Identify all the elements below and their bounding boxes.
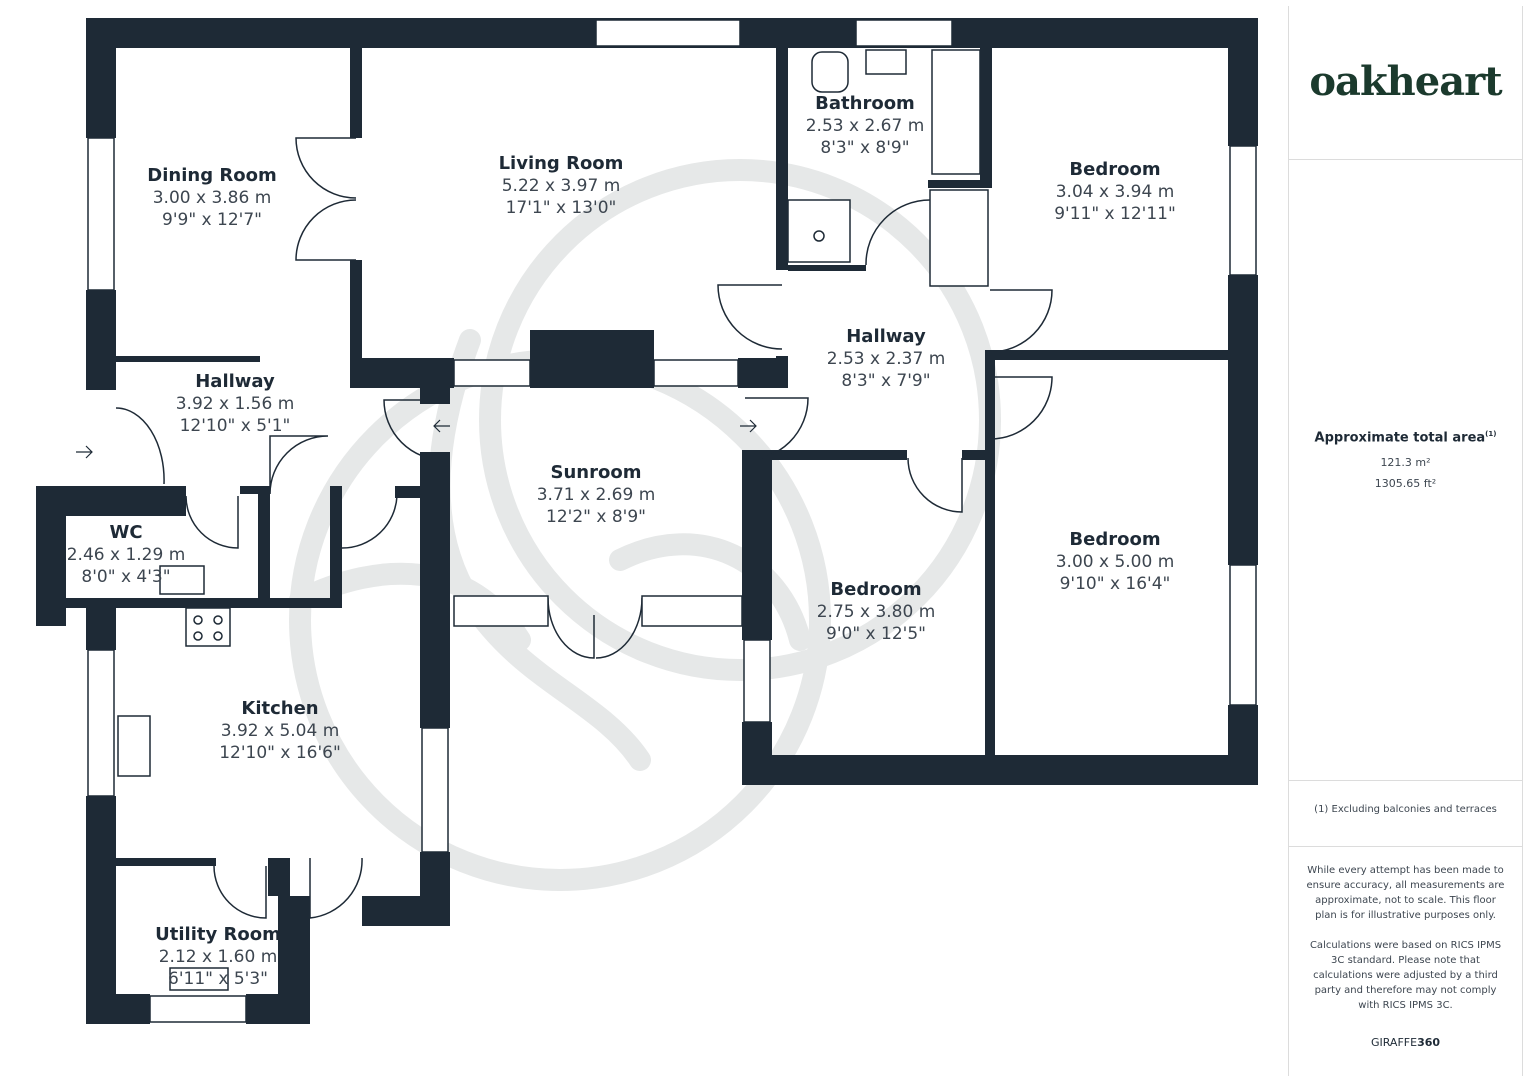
brand-prefix: GIRAFFE xyxy=(1370,1036,1418,1049)
room-label-bedroom-2: Bedroom 2.75 x 3.80 m 9'0" x 12'5" xyxy=(817,578,936,646)
room-imperial: 9'9" x 12'7" xyxy=(162,210,262,231)
room-imperial: 9'10" x 16'4" xyxy=(1059,574,1171,595)
room-metric: 2.46 x 1.29 m xyxy=(66,545,186,566)
room-metric: 3.00 x 3.86 m xyxy=(152,188,272,209)
room-name: Hallway xyxy=(846,326,926,347)
room-name: WC xyxy=(109,522,143,543)
room-label-bathroom: Bathroom 2.53 x 2.67 m 8'3" x 8'9" xyxy=(806,92,925,160)
door-swings xyxy=(115,137,1053,919)
room-metric: 3.92 x 5.04 m xyxy=(220,721,340,742)
room-label-sunroom: Sunroom 3.71 x 2.69 m 12'2" x 8'9" xyxy=(537,461,656,529)
room-metric: 2.53 x 2.37 m xyxy=(826,349,946,370)
room-imperial: 8'3" x 8'9" xyxy=(820,138,910,159)
room-name: Dining Room xyxy=(147,165,277,186)
room-imperial: 9'11" x 12'11" xyxy=(1054,204,1176,225)
room-imperial: 9'0" x 12'5" xyxy=(826,624,926,645)
room-name: Bedroom xyxy=(1069,529,1161,550)
room-label-wc: WC 2.46 x 1.29 m 8'0" x 4'3" xyxy=(67,521,186,589)
room-label-bedroom-1: Bedroom 3.04 x 3.94 m 9'11" x 12'11" xyxy=(1054,158,1176,226)
room-metric: 3.04 x 3.94 m xyxy=(1055,182,1175,203)
room-imperial: 12'10" x 5'1" xyxy=(179,416,291,437)
room-label-hallway-west: Hallway 3.92 x 1.56 m 12'10" x 5'1" xyxy=(176,370,295,438)
room-imperial: 17'1" x 13'0" xyxy=(505,198,617,219)
area-m2: 121.3 m² xyxy=(1380,456,1431,469)
room-imperial: 8'3" x 7'9" xyxy=(841,371,931,392)
room-label-hallway-east: Hallway 2.53 x 2.37 m 8'3" x 7'9" xyxy=(827,325,946,393)
exclusion-note: (1) Excluding balconies and terraces xyxy=(1314,804,1497,815)
divider xyxy=(1289,846,1522,847)
room-label-kitchen: Kitchen 3.92 x 5.04 m 12'10" x 16'6" xyxy=(219,697,341,765)
oakheart-logo: oakheart xyxy=(1309,58,1502,105)
windows xyxy=(87,19,1257,1023)
info-panel: oakheart Approximate total area(1) 121.3… xyxy=(1288,6,1523,1076)
room-name: Kitchen xyxy=(241,698,319,719)
room-metric: 3.71 x 2.69 m xyxy=(536,485,656,506)
fixtures xyxy=(117,49,989,991)
floor-plan xyxy=(36,18,1258,1024)
room-name: Living Room xyxy=(498,153,624,174)
area-title: Approximate total area(1) xyxy=(1289,430,1522,445)
brand-suffix: 360 xyxy=(1417,1036,1441,1049)
room-metric: 5.22 x 3.97 m xyxy=(501,176,621,197)
room-name: Bedroom xyxy=(1069,159,1161,180)
room-imperial: 12'2" x 8'9" xyxy=(546,507,646,528)
room-imperial: 12'10" x 16'6" xyxy=(219,743,341,764)
walls xyxy=(36,18,1258,1024)
entry-arrows xyxy=(76,419,757,459)
room-label-utility-room: Utility Room 2.12 x 1.60 m 6'11" x 5'3" xyxy=(155,923,281,991)
room-label-living-room: Living Room 5.22 x 3.97 m 17'1" x 13'0" xyxy=(499,152,624,220)
room-name: Utility Room xyxy=(155,924,281,945)
area-title-text: Approximate total area xyxy=(1314,430,1486,446)
area-footnote-mark: (1) xyxy=(1485,430,1497,438)
room-name: Bedroom xyxy=(830,579,922,600)
divider xyxy=(1289,780,1522,781)
area-ft2: 1305.65 ft² xyxy=(1374,477,1437,490)
room-metric: 2.75 x 3.80 m xyxy=(816,602,936,623)
room-label-bedroom-3: Bedroom 3.00 x 5.00 m 9'10" x 16'4" xyxy=(1056,528,1175,596)
room-name: Sunroom xyxy=(550,462,642,483)
room-label-dining-room: Dining Room 3.00 x 3.86 m 9'9" x 12'7" xyxy=(147,164,276,232)
room-metric: 3.92 x 1.56 m xyxy=(175,394,295,415)
room-name: Bathroom xyxy=(815,93,915,114)
room-metric: 2.53 x 2.67 m xyxy=(805,116,925,137)
room-metric: 2.12 x 1.60 m xyxy=(158,947,278,968)
divider xyxy=(1289,159,1522,160)
room-name: Hallway xyxy=(195,371,275,392)
room-metric: 3.00 x 5.00 m xyxy=(1055,552,1175,573)
disclaimer-text: While every attempt has been made to ens… xyxy=(1306,865,1505,921)
giraffe360-brand: GIRAFFE360 xyxy=(1289,1036,1522,1049)
room-imperial: 8'0" x 4'3" xyxy=(81,567,171,588)
calculation-note: Calculations were based on RICS IPMS 3C … xyxy=(1309,940,1502,1011)
room-imperial: 6'11" x 5'3" xyxy=(168,969,268,990)
